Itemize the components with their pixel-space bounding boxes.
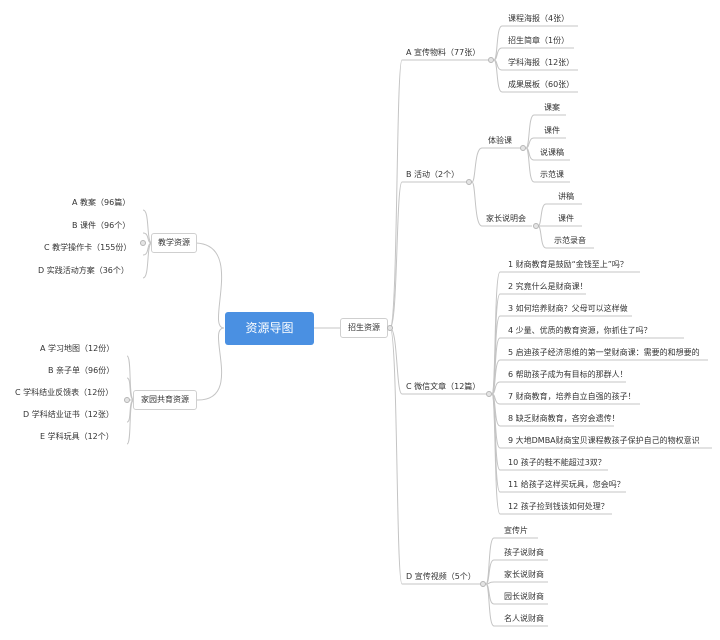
trial-item[interactable]: 课件 [544,126,560,135]
promo-item[interactable]: 学科海报（12张） [508,58,575,67]
video-item[interactable]: 宣传片 [504,526,528,535]
activity-trial-class[interactable]: 体验课 [488,136,512,145]
video-item[interactable]: 名人说财商 [504,614,544,623]
homeschool-item[interactable]: C 学科结业反馈表（12份） [15,388,114,397]
article-item[interactable]: 12 孩子捡到钱该如何处理？ [508,502,609,511]
teaching-item[interactable]: B 课件（96个） [72,221,131,230]
teaching-item[interactable]: C 教学操作卡（155份） [44,243,132,252]
article-item[interactable]: 5 启迪孩子经济思维的第一堂财商课：需要的和想要的 [508,348,700,357]
video-item[interactable]: 家长说财商 [504,570,544,579]
promo-item[interactable]: 招生简章（1份） [508,36,570,45]
node-teaching-resources[interactable]: 教学资源 [151,233,197,253]
node-label: 招生资源 [348,323,380,332]
collapse-knob[interactable] [486,391,492,397]
category-activities[interactable]: B 活动（2个） [406,170,460,179]
homeschool-item[interactable]: E 学科玩具（12个） [40,432,114,441]
article-item[interactable]: 11 给孩子这样买玩具，您会吗？ [508,480,625,489]
article-item[interactable]: 6 帮助孩子成为有目标的那群人！ [508,370,628,379]
article-item[interactable]: 7 财商教育，培养自立自强的孩子！ [508,392,636,401]
promo-item[interactable]: 课程海报（4张） [508,14,570,23]
article-item[interactable]: 4 少量、优质的教育资源，你抓住了吗？ [508,326,652,335]
article-item[interactable]: 10 孩子的鞋不能超过3双？ [508,458,606,467]
article-item[interactable]: 2 究竟什么是财商课！ [508,282,588,291]
collapse-knob[interactable] [140,240,146,246]
collapse-knob[interactable] [466,179,472,185]
parent-item[interactable]: 课件 [558,214,574,223]
article-item[interactable]: 9 大地DMBA财商宝贝课程教孩子保护自己的物权意识 [508,436,700,445]
category-promo-videos[interactable]: D 宣传视频（5个） [406,572,476,581]
node-recruit-resources[interactable]: 招生资源 [340,318,388,338]
node-label: 教学资源 [158,238,190,247]
homeschool-item[interactable]: B 亲子单（96份） [48,366,115,375]
trial-item[interactable]: 说课稿 [540,148,564,157]
collapse-knob[interactable] [533,223,539,229]
parent-item[interactable]: 示范录音 [554,236,586,245]
parent-item[interactable]: 讲稿 [558,192,574,201]
activity-parent-meeting[interactable]: 家长说明会 [486,214,526,223]
collapse-knob[interactable] [124,397,130,403]
category-wechat-articles[interactable]: C 微信文章（12篇） [406,382,481,391]
teaching-item[interactable]: D 实践活动方案（36个） [38,266,129,275]
promo-item[interactable]: 成果展板（60张） [508,80,575,89]
collapse-knob[interactable] [387,325,393,331]
root-node[interactable]: 资源导图 [225,312,314,345]
collapse-knob[interactable] [488,57,494,63]
trial-item[interactable]: 示范课 [540,170,564,179]
root-label: 资源导图 [245,321,294,335]
video-item[interactable]: 孩子说财商 [504,548,544,557]
article-item[interactable]: 8 缺乏财商教育，吝穷会遗传！ [508,414,620,423]
article-item[interactable]: 3 如何培养财商？父母可以这样做 [508,304,628,313]
trial-item[interactable]: 课案 [544,103,560,112]
node-homeschool-resources[interactable]: 家园共育资源 [133,390,197,410]
category-promo-materials[interactable]: A 宣传物料（77张） [406,48,481,57]
teaching-item[interactable]: A 教案（96篇） [72,198,131,207]
article-item[interactable]: 1 财商教育是鼓励“金钱至上”吗？ [508,260,628,269]
homeschool-item[interactable]: D 学科结业证书（12张） [23,410,114,419]
homeschool-item[interactable]: A 学习地图（12份） [40,344,115,353]
collapse-knob[interactable] [520,145,526,151]
node-label: 家园共育资源 [141,395,189,404]
video-item[interactable]: 园长说财商 [504,592,544,601]
collapse-knob[interactable] [480,581,486,587]
